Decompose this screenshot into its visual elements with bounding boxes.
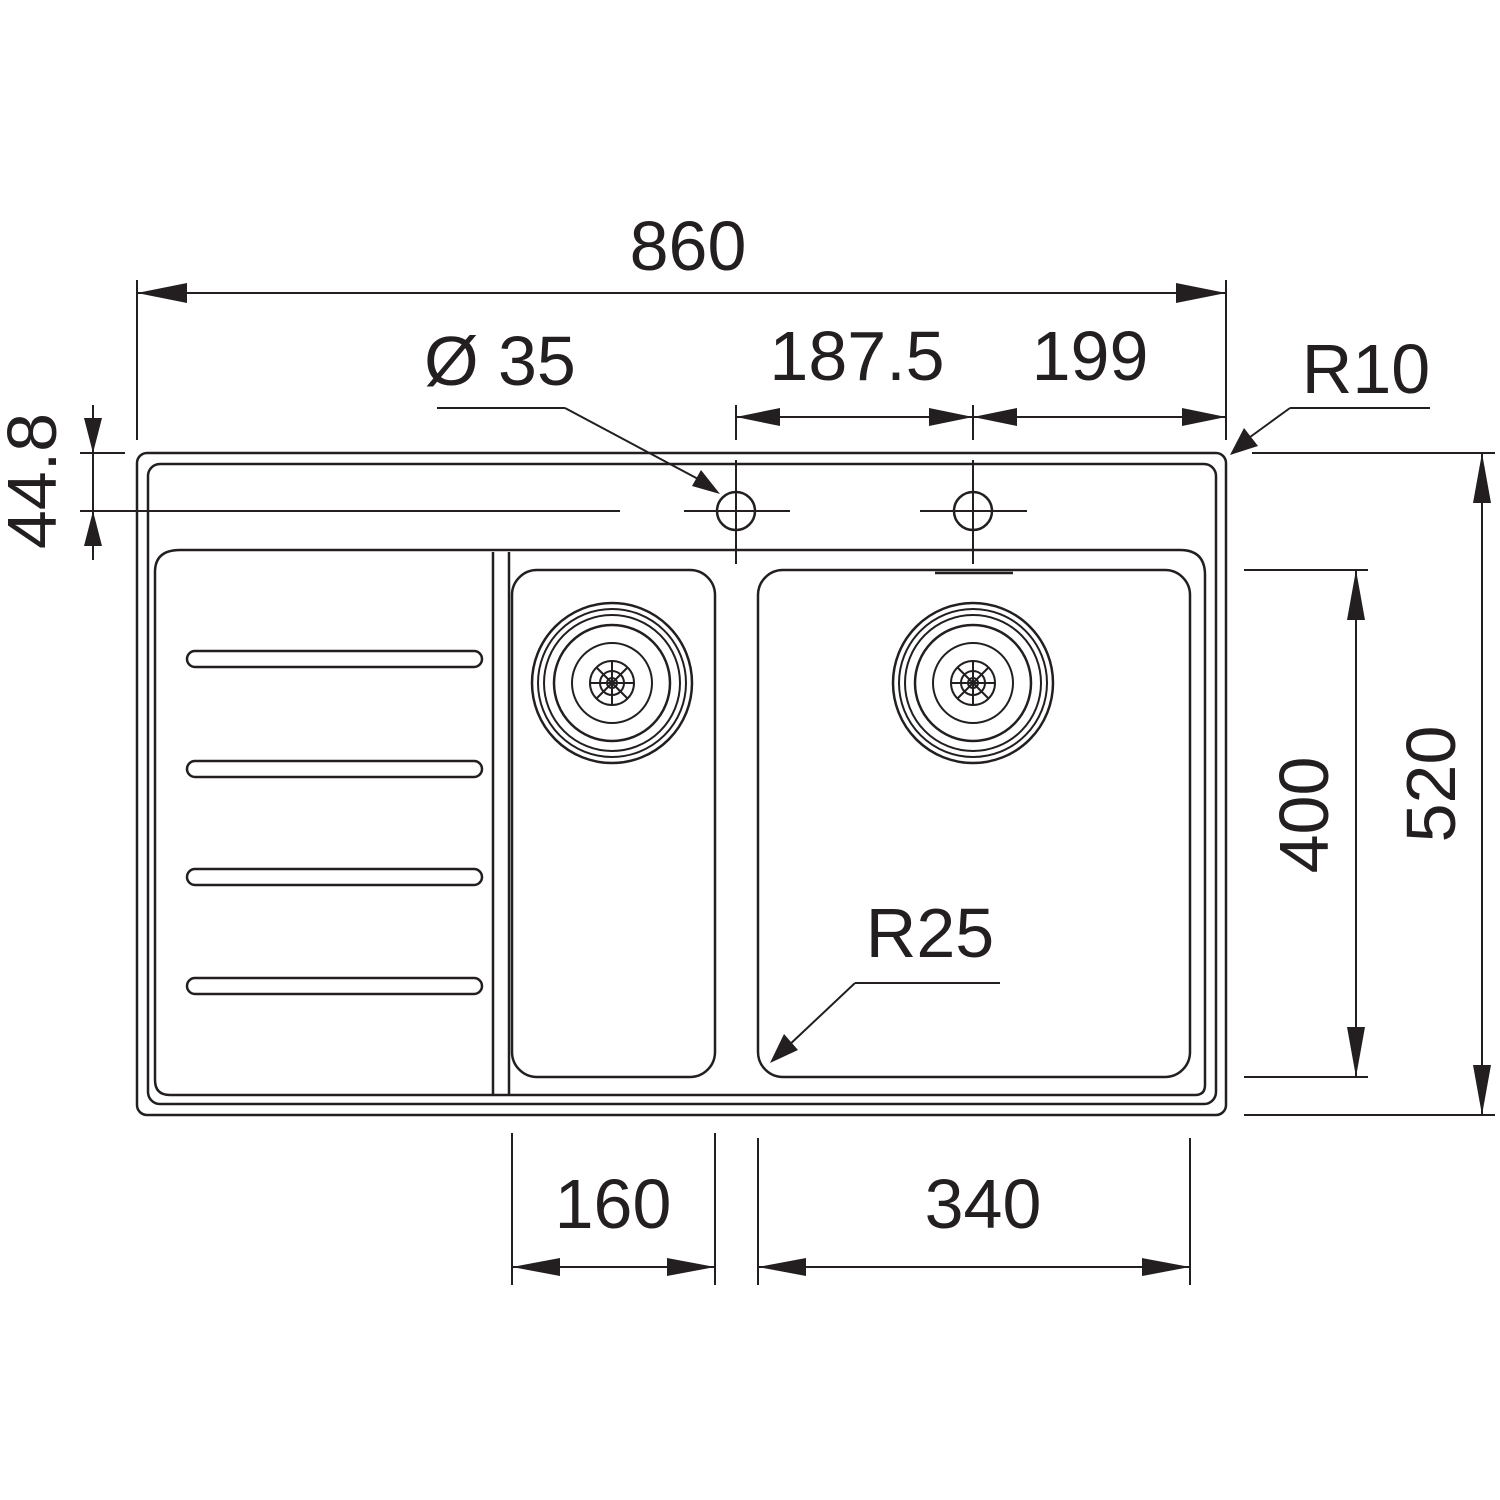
drainer-groove-1 [185, 649, 484, 669]
drainer-groove-2 [185, 759, 484, 779]
sink-body [135, 451, 1228, 1117]
large-bowl [756, 568, 1192, 1079]
dim-label-160: 160 [555, 1165, 672, 1243]
dim-label-187-5: 187.5 [769, 317, 944, 395]
dim-overall-depth: 520 [1244, 452, 1495, 1116]
dim-label-520: 520 [1392, 726, 1470, 843]
dim-label-diameter-35: Ø 35 [424, 322, 576, 400]
sink-outer-edge [135, 451, 1228, 1117]
dim-corner-radius-r10: R10 [1230, 330, 1430, 455]
dim-tap-hole-offset: 44.8 [0, 405, 620, 560]
drainer-board [185, 552, 511, 1094]
large-bowl-drain [891, 601, 1055, 765]
dim-label-r25: R25 [866, 894, 994, 972]
dim-tap-hole-diameter: Ø 35 [424, 322, 720, 494]
dim-label-44-8: 44.8 [0, 413, 71, 549]
dim-overall-width: 860 [136, 207, 1227, 440]
dim-bowl-depth: 400 [1244, 569, 1368, 1078]
small-bowl-outline [510, 568, 717, 1079]
dim-small-bowl-width: 160 [511, 1133, 716, 1285]
dim-large-bowl-width: 340 [757, 1138, 1191, 1285]
dim-tap-spacing: 187.5 199 [735, 317, 1226, 440]
sink-inner-rim [146, 462, 1218, 1106]
small-bowl [510, 568, 717, 1079]
dim-label-199: 199 [1032, 317, 1149, 395]
drainer-groove-3 [185, 867, 484, 887]
dim-bowl-radius-r25: R25 [770, 894, 1000, 1063]
dim-label-r10: R10 [1302, 330, 1430, 408]
tap-hole-left [684, 460, 790, 564]
dim-label-340: 340 [925, 1165, 1042, 1243]
dim-label-860: 860 [630, 207, 747, 285]
small-bowl-drain [530, 601, 694, 765]
large-bowl-outline [756, 568, 1192, 1079]
dim-label-400: 400 [1265, 757, 1343, 874]
deck-line [153, 548, 1207, 1097]
drainer-groove-4 [185, 976, 484, 996]
tap-hole-right [920, 460, 1027, 564]
